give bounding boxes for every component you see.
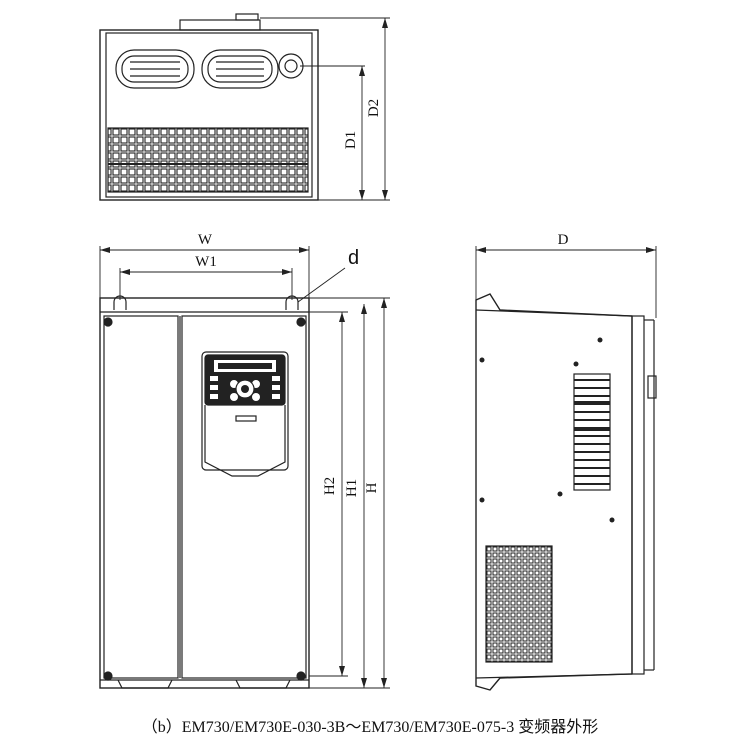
side-view: D [475,232,657,691]
dim-label-d2: D2 [366,99,382,117]
fan-vent-right [201,49,279,89]
dim-label-d-hole: d [348,247,359,269]
dim-label-w: W [198,232,213,248]
dim-label-h1: H1 [344,479,360,497]
keypad-buttons [210,376,280,401]
mount-hole-icon [113,295,299,310]
top-grill [107,127,309,193]
side-vent [573,373,611,491]
figure-caption: （b）EM730/EM730E-030-3B～EM730/EM730E-075-… [141,719,599,736]
cable-gland-icon [278,53,304,79]
dim-label-h2: H2 [322,477,338,495]
dim-label-h: H [364,482,380,493]
front-view: W W1 d [99,232,390,689]
dim-label-depth: D [558,232,569,248]
top-view: D1 D2 [99,13,390,201]
fan-vent-left [115,49,195,89]
side-grill [485,545,553,663]
dim-label-w1: W1 [195,254,217,270]
keypad-panel [201,351,289,477]
dim-label-d1: D1 [343,131,359,149]
